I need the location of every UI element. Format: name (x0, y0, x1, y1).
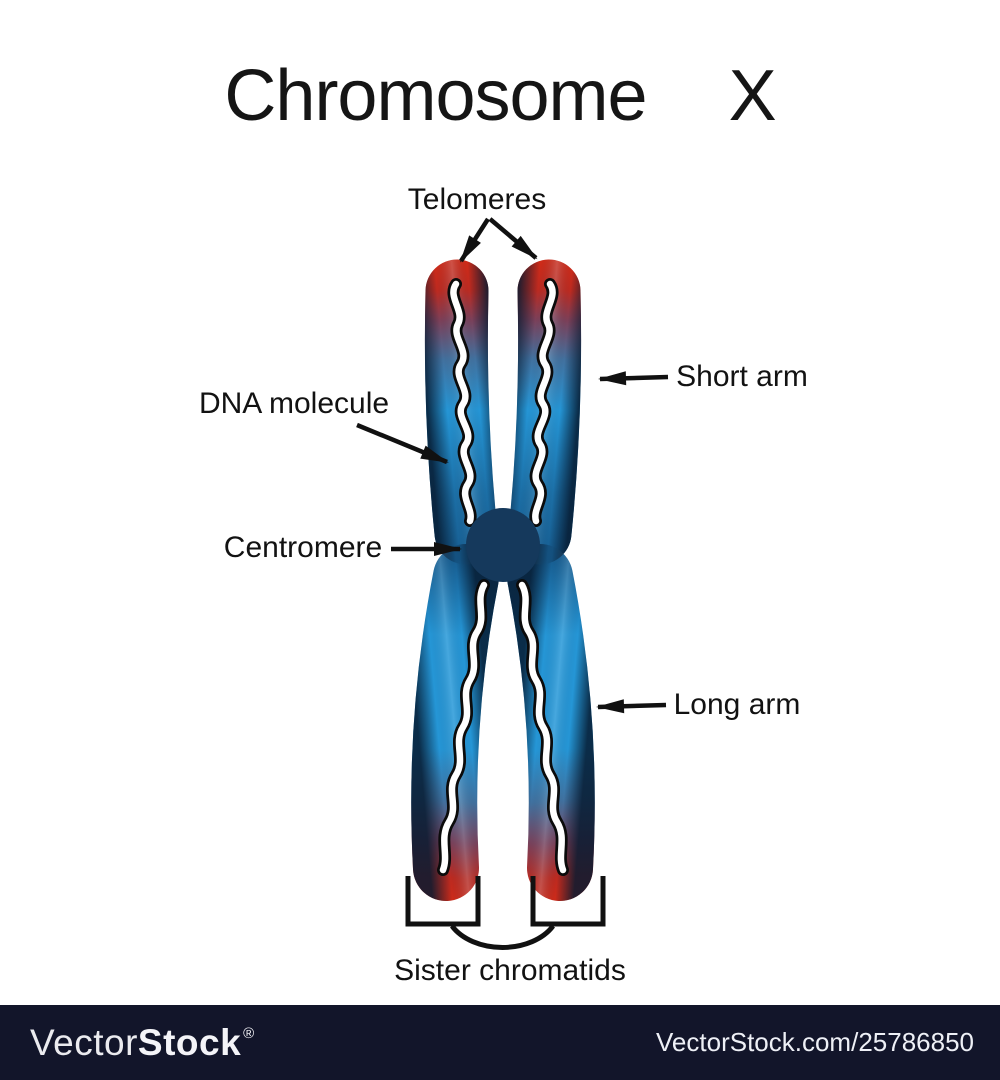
dna-strand (532, 280, 556, 525)
label-dna-molecule: DNA molecule (198, 387, 390, 420)
page-title: Chromosome X (224, 56, 776, 136)
dna-strands (437, 278, 569, 876)
bracket-arc (449, 924, 556, 950)
vectorstock-url: VectorStock.com/25786850 (656, 1027, 974, 1057)
label-centromere: Centromere (223, 531, 383, 564)
bracket-left (405, 876, 481, 927)
telomere-arrow-right (488, 217, 538, 260)
centromere-circle (466, 508, 540, 582)
label-telomeres: Telomeres (407, 183, 547, 216)
registered-mark-icon: ® (243, 1024, 255, 1042)
label-sister-chromatids: Sister chromatids (394, 954, 626, 987)
dna-strand (518, 581, 567, 874)
long-arm-arrow (596, 699, 667, 714)
logo-brand-light: Vector (30, 1021, 138, 1063)
annotation-arrows (356, 217, 669, 714)
bracket-right (530, 876, 606, 927)
dna-strand (439, 581, 488, 874)
telomere-arrow-left (459, 217, 490, 263)
label-short-arm: Short arm (676, 360, 808, 393)
sister-chromatid-brackets (405, 876, 606, 950)
dna-molecule-arrow (356, 422, 449, 465)
logo-brand-bold: Stock (137, 1021, 242, 1063)
dna-strand (450, 280, 474, 525)
label-long-arm: Long arm (673, 688, 801, 721)
chromosome-illustration (411, 259, 595, 901)
short-arm-arrow (598, 371, 669, 386)
